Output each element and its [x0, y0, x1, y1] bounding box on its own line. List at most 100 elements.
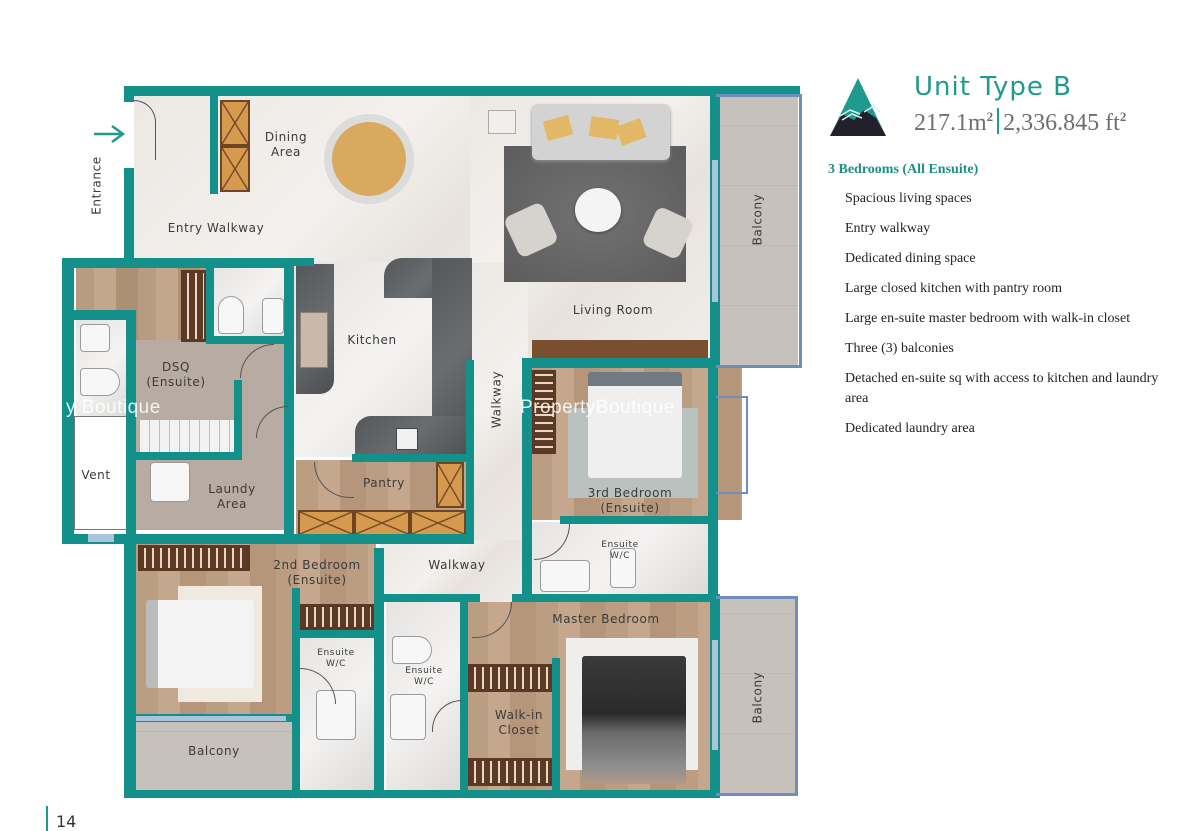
third-bedroom-label-line1: 3rd Bedroom — [587, 486, 673, 500]
dining-shelf-top — [220, 100, 250, 146]
area-m2: 217.1m — [914, 110, 987, 136]
walk-in-closet-line2: Closet — [498, 723, 540, 737]
wall-second-ensuite-top — [292, 630, 378, 638]
dining-label: Dining Area — [254, 130, 318, 160]
third-bedroom-label: 3rd Bedroom (Ensuite) — [572, 486, 688, 516]
vanity-icon — [390, 694, 426, 740]
laundry-label-line1: Laundy — [208, 482, 256, 496]
walk-in-closet-label: Walk-in Closet — [484, 708, 554, 738]
wall-dsq-bottom — [136, 452, 240, 460]
wall-dsq-right — [234, 380, 242, 460]
wall-third-ensuite-top — [560, 516, 718, 524]
feature-item: Detached en-suite sq with access to kitc… — [845, 371, 1159, 406]
side-table — [488, 110, 516, 134]
window-living — [712, 160, 718, 302]
balcony-master-floor — [720, 598, 796, 794]
balcony-master-railing — [716, 596, 798, 796]
laundry-label-line2: Area — [216, 497, 247, 511]
second-bedroom-label-line2: (Ensuite) — [287, 573, 347, 587]
wall-second-bedroom-left — [124, 540, 136, 798]
area-ft2-sup: 2 — [1119, 109, 1127, 124]
pantry-shelf-2 — [354, 510, 410, 536]
toilet-icon — [610, 548, 636, 588]
wall-kitchen-left — [284, 258, 294, 544]
dining-label-line1: Dining — [264, 130, 308, 144]
wall-balcony-top — [710, 86, 800, 96]
bed-linen — [140, 420, 236, 454]
wall-kitchen-right — [466, 360, 474, 538]
mountain-logo-icon — [830, 78, 886, 136]
feature-item: Dedicated laundry area — [845, 421, 975, 436]
bedrooms-heading: 3 Bedrooms (All Ensuite) — [828, 162, 979, 177]
unit-title: Unit Type B — [914, 72, 1073, 102]
cooktop-icon — [396, 428, 418, 450]
window-vent — [88, 534, 114, 542]
master-bedroom-bed — [582, 656, 686, 784]
pantry-label: Pantry — [363, 476, 405, 490]
tv-console — [532, 340, 708, 360]
sink-icon — [300, 312, 328, 368]
vent-area — [74, 416, 130, 530]
window-master — [712, 640, 718, 750]
pantry-shelf-right — [436, 462, 464, 508]
dsq-label-line1: DSQ — [161, 360, 191, 374]
washing-machine-icon — [150, 462, 190, 502]
feature-item: Entry walkway — [845, 221, 931, 236]
dining-label-line2: Area — [270, 145, 301, 159]
wall-second-bedroom-right — [374, 548, 384, 798]
dsq-label: DSQ (Ensuite) — [138, 360, 214, 390]
wall-kitchen-top — [284, 258, 314, 266]
page-number-text: 14 — [56, 812, 77, 831]
dsq-wardrobe — [181, 270, 207, 342]
feature-list: Spacious living spaces Entry walkway Ded… — [845, 189, 1165, 449]
toilet-icon — [218, 296, 244, 334]
wall-master-ensuite-top — [374, 594, 480, 602]
wall-dining-divider — [210, 96, 218, 194]
wall-closet-right — [552, 658, 560, 794]
balcony-second-floor — [136, 722, 296, 792]
ensuite-wc-3-label: Ensuite W/C — [592, 540, 648, 562]
pantry-shelf-1 — [298, 510, 354, 536]
ensuite-wc-3-line2: W/C — [609, 551, 630, 561]
wall-third-left — [522, 360, 532, 600]
wall-bottom — [124, 790, 720, 798]
kitchen-label: Kitchen — [347, 333, 397, 347]
feature-item: Large closed kitchen with pantry room — [845, 281, 1063, 296]
laundry-label: Laundy Area — [200, 482, 264, 512]
sink-icon — [262, 298, 284, 334]
wall-entrance-lower — [124, 168, 134, 264]
second-bedroom-wardrobe — [138, 545, 250, 571]
ensuite-wc-master-line1: Ensuite — [405, 666, 443, 676]
area-m2-sup: 2 — [986, 109, 994, 124]
balcony-master-label: Balcony — [750, 671, 765, 724]
wall-top — [124, 86, 800, 96]
wall-dsq-wc-left — [206, 264, 214, 344]
second-bedroom-bed — [146, 600, 254, 688]
wall-dsq-bath-right — [126, 310, 136, 544]
floor-plan: Entrance Dining Area Entry Walkway Livin… — [62, 86, 802, 798]
window-second-balcony — [136, 716, 286, 721]
second-bedroom-label: 2nd Bedroom (Ensuite) — [256, 558, 378, 588]
wall-dsq-wc-bottom — [206, 336, 292, 344]
watermark-left: y Boutique — [66, 397, 161, 418]
feature-item: Large en-suite master bedroom with walk-… — [845, 311, 1131, 326]
ensuite-wc-2-label: Ensuite W/C — [306, 648, 366, 670]
dining-table — [332, 122, 406, 196]
third-bedroom-bed — [588, 372, 682, 478]
balcony-top-floor — [720, 96, 798, 366]
sink-icon — [80, 324, 110, 352]
ensuite-wc-master-line2: W/C — [413, 677, 434, 687]
entrance-arrow-icon — [94, 124, 126, 144]
coffee-table — [575, 188, 621, 232]
ensuite-wc-2-line1: Ensuite — [317, 648, 355, 658]
living-room-label: Living Room — [572, 303, 654, 317]
wall-master-top — [512, 594, 718, 602]
ensuite-wc-2-line2: W/C — [325, 659, 346, 669]
feature-item: Spacious living spaces — [845, 191, 972, 206]
area-ft2: 2,336.845 ft — [1003, 110, 1120, 136]
dining-shelf-bottom — [220, 146, 250, 192]
wall-second-bedroom-divider — [292, 588, 300, 798]
third-bedroom-label-line2: (Ensuite) — [600, 501, 660, 515]
dsq-label-line2: (Ensuite) — [146, 375, 206, 389]
